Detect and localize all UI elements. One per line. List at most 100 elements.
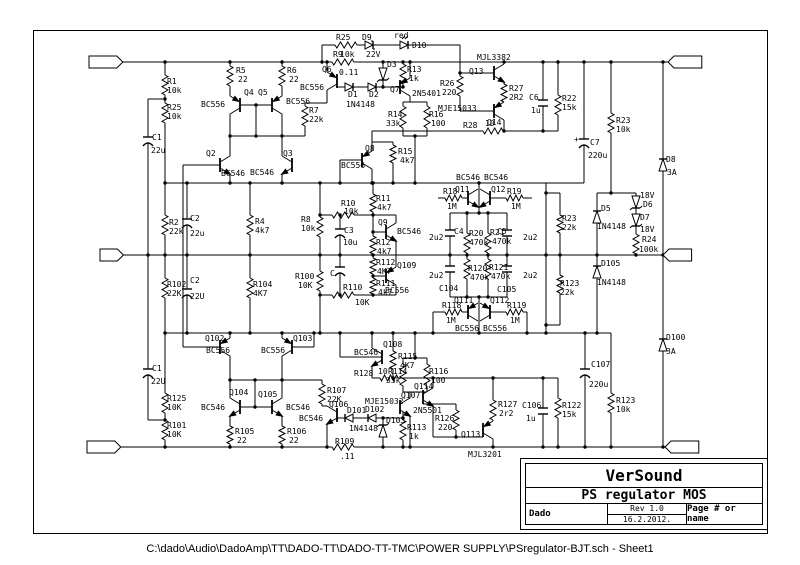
component-label: 10K [167,430,182,439]
component-label: 10K [355,298,370,307]
junction-dot [371,253,375,257]
junction-dot [163,60,167,64]
component-label: 4k7 [377,247,392,256]
wire [639,223,643,227]
component-label: R104 [253,280,272,289]
junction-dot [228,181,232,185]
component-label: R123 [560,279,579,288]
component-label: R26 [440,79,455,88]
component-label: 22u [151,146,166,155]
junction-dot [280,181,284,185]
component-label: BC556 [300,83,324,92]
junction-dot [609,191,613,195]
component-label: Q5 [258,88,268,97]
junction-dot [477,181,481,185]
junction-dot [228,445,232,449]
wire [219,349,231,357]
junction-dot [318,331,322,335]
resistor [331,211,355,219]
component-label: R119 [507,301,526,310]
transistor-arrow [481,302,491,310]
component-label: R2 [169,218,179,227]
junction-dot [544,191,548,195]
component-label: 1M [511,202,521,211]
component-label: 18V [640,225,655,234]
component-label: R102 [167,280,186,289]
junction-dot [253,405,257,409]
capacitor [334,272,346,277]
junction-dot [413,181,417,185]
component-label: Q103 [293,334,312,343]
wire [371,347,383,355]
resistor [555,214,565,234]
junction-dot [541,60,545,64]
resistor [368,193,378,213]
diode [343,413,354,423]
junction-dot [582,60,586,64]
component-label: Q12 [491,185,506,194]
junction-dot [146,253,150,257]
resistor [225,65,235,87]
junction-dot [525,331,529,335]
component-label: 3A [666,347,676,356]
wire [271,397,283,405]
capacitor [142,142,154,147]
component-label: R6 [287,66,297,75]
component-label: MJL3382 [477,53,511,62]
diode [344,82,355,92]
junction-dot [541,445,545,449]
component-label: 22U [151,377,166,386]
junction-dot [325,445,329,449]
resistor [315,216,325,238]
component-label: 4k7 [378,288,393,297]
transistor-arrow [497,76,506,84]
component-label: BC546 [201,403,225,412]
junction-dot [401,60,405,64]
component-label: 22k [562,223,577,232]
component-label: D103 [386,416,405,425]
junction-dot [413,331,417,335]
junction-dot [248,331,252,335]
component-label: C1 [152,364,162,373]
component-label: Q6 [322,65,332,74]
component-label: R118 [442,301,461,310]
transistor-arrow [482,420,492,428]
component-label: 1k [409,74,419,83]
wire [629,225,633,229]
component-label: R107 [327,386,346,395]
junction-dot [408,445,412,449]
wire [386,422,390,426]
component-label: 10K [298,281,313,290]
component-label: R122 [562,401,581,410]
component-label: Q104 [229,388,248,397]
revision: Rev 1.0 [608,504,686,515]
wire [386,77,390,81]
component-label: R116 [429,367,448,376]
resistor [606,112,616,134]
junction-dot [185,181,189,185]
component-label: Q109 [397,261,416,270]
resistor [398,63,408,85]
junction-dot [541,129,545,133]
component-label: R112 [376,258,395,267]
resistor [368,235,378,255]
resistor [444,307,463,317]
resistor [553,94,563,116]
component-label: D100 [666,333,685,342]
junction-dot [502,129,506,133]
component-label: R114 [388,367,407,376]
wire [326,83,338,91]
component-label: Q105 [258,390,277,399]
company-name: VerSound [526,464,762,488]
transistor-arrow [328,71,338,79]
junction-dot [338,331,342,335]
drawing-frame [33,30,768,534]
component-label: D105 [601,259,620,268]
component-label: R25 [336,33,351,42]
component-label: D5 [601,204,611,213]
junction-dot [502,60,506,64]
junction-dot [253,378,257,382]
transistor-arrow [228,410,237,418]
component-label: Q11 [455,185,470,194]
resistor [482,126,504,136]
